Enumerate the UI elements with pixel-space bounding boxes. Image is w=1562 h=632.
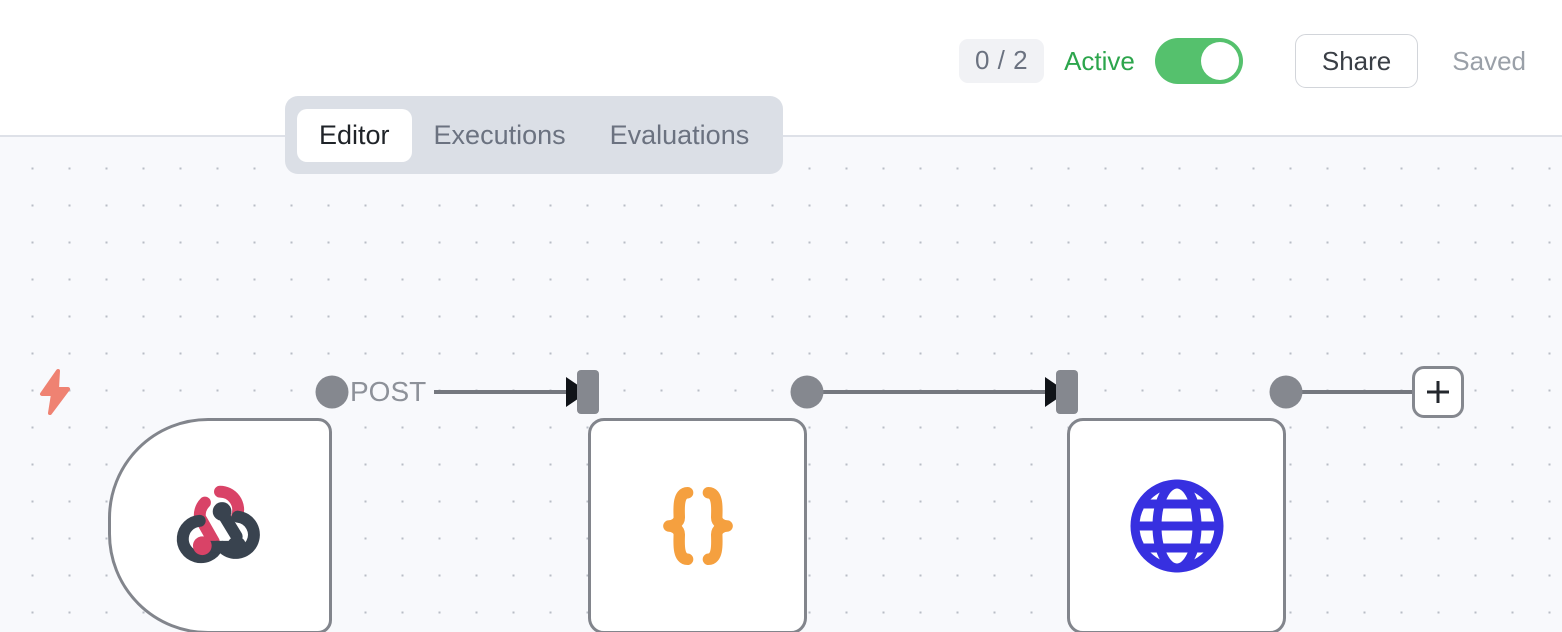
tab-executions[interactable]: Executions (433, 119, 566, 150)
edge-http-to-add[interactable] (1298, 390, 1413, 394)
active-status-label: Active (1064, 45, 1135, 76)
tab-editor[interactable]: Editor (297, 108, 412, 162)
tab-evaluations[interactable]: Evaluations (609, 119, 750, 150)
active-toggle[interactable] (1154, 38, 1243, 84)
plus-icon (1427, 381, 1449, 403)
port-out-http[interactable] (1269, 375, 1303, 409)
saved-status-label: Saved (1452, 45, 1526, 76)
node-create-agent-job[interactable] (1067, 418, 1286, 632)
edge-webhook-to-filter[interactable] (434, 390, 568, 394)
port-out-webhook[interactable] (315, 375, 349, 409)
port-in-http[interactable] (1056, 370, 1078, 414)
node-webhook[interactable] (108, 418, 332, 632)
node-filter-merged-prs[interactable] (588, 418, 807, 632)
view-tabs: Editor Executions Evaluations (285, 96, 784, 174)
webhook-icon (168, 474, 272, 578)
toggle-knob (1200, 42, 1239, 80)
globe-icon (1127, 476, 1227, 576)
port-out-filter[interactable] (790, 375, 824, 409)
run-count-badge: 0 / 2 (958, 39, 1045, 83)
port-in-filter[interactable] (577, 370, 599, 414)
workflow-canvas[interactable]: Webhook Filter merged PRs (0, 135, 1562, 632)
top-bar: 0 / 2 Active Share Saved (0, 0, 1562, 121)
trigger-bolt-icon (37, 369, 73, 415)
add-node-button[interactable] (1412, 366, 1464, 418)
top-bar-actions: 0 / 2 Active Share Saved (958, 27, 1526, 95)
edge-filter-to-http[interactable] (820, 390, 1047, 394)
edge-label-post: POST (350, 376, 427, 407)
curly-braces-icon (646, 474, 750, 578)
share-button[interactable]: Share (1294, 34, 1419, 88)
